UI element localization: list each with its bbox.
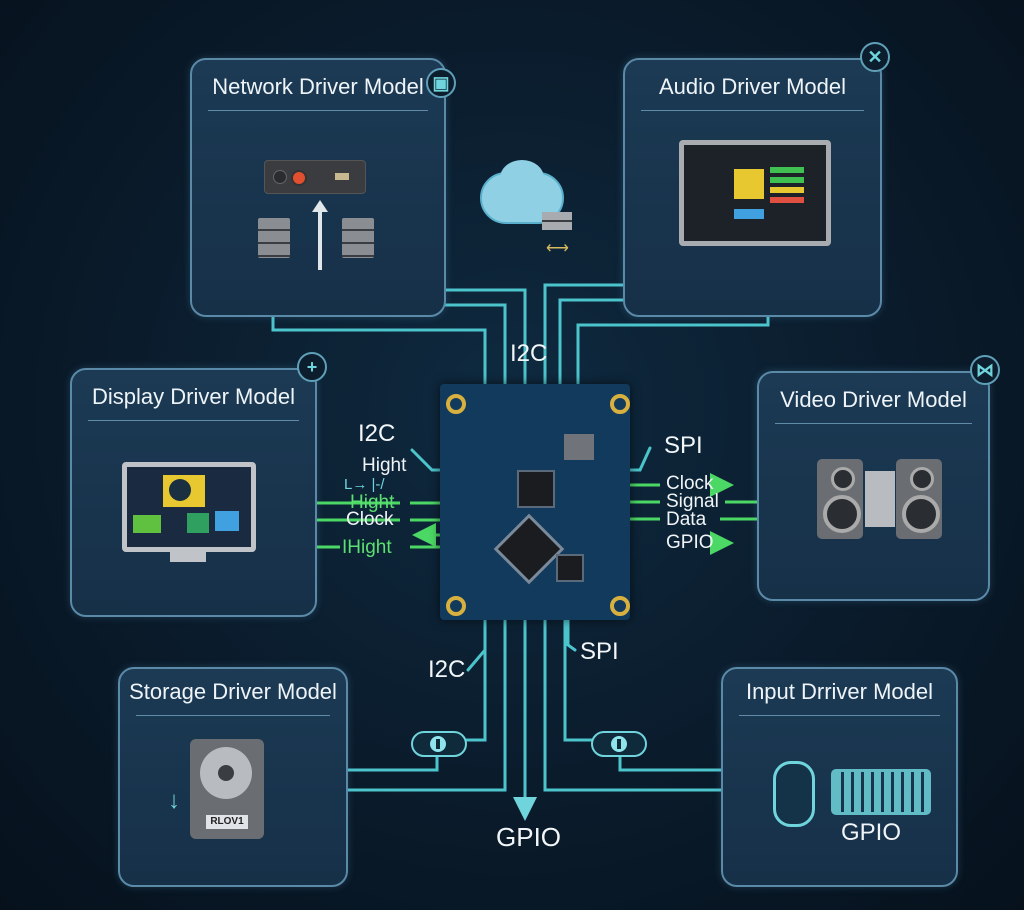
- server-icon: [258, 218, 290, 258]
- divider: [775, 423, 972, 424]
- microcontroller-board[interactable]: [440, 384, 630, 620]
- chip-small: [556, 554, 584, 582]
- callout-bottom-spi: [566, 608, 577, 652]
- bus-label-top-i2c: I2C: [510, 340, 548, 367]
- hard-drive-icon: RLOV1: [190, 739, 264, 839]
- signal-label: Clock: [346, 509, 394, 530]
- signal-label: Signal: [666, 491, 719, 512]
- divider: [136, 715, 330, 716]
- cloud-server-icon: [542, 212, 572, 230]
- wire-bottom-3: [543, 608, 762, 792]
- amplifier-icon: [865, 471, 895, 527]
- panel-title: Video Driver Model: [780, 387, 967, 412]
- mounting-hole: [446, 394, 466, 414]
- panel-title: Display Driver Model: [92, 384, 295, 409]
- video-driver-panel[interactable]: Video Driver Model: [757, 371, 990, 601]
- bus-switch-left: [411, 731, 467, 757]
- bus-label-bottom-gpio: GPIO: [496, 822, 562, 852]
- bowtie-icon[interactable]: ⋈: [970, 355, 1000, 385]
- monitor-stand: [170, 550, 206, 562]
- divider: [641, 110, 864, 111]
- close-icon[interactable]: ✕: [860, 42, 890, 72]
- network-driver-panel[interactable]: Network Driver Model: [190, 58, 446, 317]
- bus-label-bottom-spi: SPI: [580, 638, 619, 665]
- signal-label: IHight: [342, 537, 392, 558]
- divider: [739, 715, 940, 716]
- chip-ic: [517, 470, 555, 508]
- bus-label-bottom-i2c: I2C: [428, 656, 466, 683]
- plus-icon[interactable]: +: [297, 352, 327, 382]
- mounting-hole: [610, 596, 630, 616]
- keyboard-icon: [831, 769, 931, 815]
- signal-label: Hight: [350, 492, 395, 513]
- mounting-hole: [446, 596, 466, 616]
- storage-driver-panel[interactable]: Storage Driver Model RLOV1 ↓: [118, 667, 348, 887]
- bus-switch-right: [591, 731, 647, 757]
- speaker-icon-right: [896, 459, 942, 539]
- hdd-label: RLOV1: [206, 815, 248, 829]
- mouse-icon: [773, 761, 815, 827]
- tablet-screen-icon: [679, 140, 831, 246]
- signal-label: Clock: [666, 473, 714, 494]
- down-arrow-icon: ↓: [168, 787, 180, 814]
- panel-title: Input Drriver Model: [745, 679, 934, 704]
- speaker-icon-left: [817, 459, 863, 539]
- chip-sensor: [564, 434, 594, 460]
- callout-bottom-i2c: [466, 608, 487, 672]
- wire-bottom-2: [298, 608, 507, 792]
- signal-label: Hight: [362, 455, 407, 476]
- audio-driver-panel[interactable]: Audio Driver Model: [623, 58, 882, 317]
- display-driver-panel[interactable]: Display Driver Model: [70, 368, 317, 617]
- panel-title: Storage Driver Model: [129, 679, 337, 704]
- cloud-icon-top: [500, 160, 544, 196]
- bus-label-left-i2c: I2C: [358, 420, 396, 447]
- input-driver-panel[interactable]: Input Drriver Model GPIO: [721, 667, 958, 887]
- divider: [88, 420, 299, 421]
- bus-label-right-spi: SPI: [664, 432, 703, 459]
- divider: [208, 110, 428, 111]
- signal-label: GPIO: [666, 532, 714, 553]
- panel-title: Audio Driver Model: [658, 74, 847, 99]
- chip-main: [493, 513, 565, 585]
- up-arrow-head: [312, 200, 328, 212]
- signal-label: L→ |-/: [344, 476, 385, 493]
- server-icon: [342, 218, 374, 258]
- input-gpio-label: GPIO: [841, 819, 902, 846]
- save-icon[interactable]: ▣: [426, 68, 456, 98]
- up-arrow-icon: [318, 210, 322, 270]
- network-device-icon: [264, 160, 366, 194]
- monitor-icon: [122, 462, 256, 552]
- panel-title: Network Driver Model: [212, 74, 424, 99]
- signal-label: Data: [666, 509, 707, 530]
- mounting-hole: [610, 394, 630, 414]
- bidirectional-arrow-icon: ⟷: [546, 240, 569, 257]
